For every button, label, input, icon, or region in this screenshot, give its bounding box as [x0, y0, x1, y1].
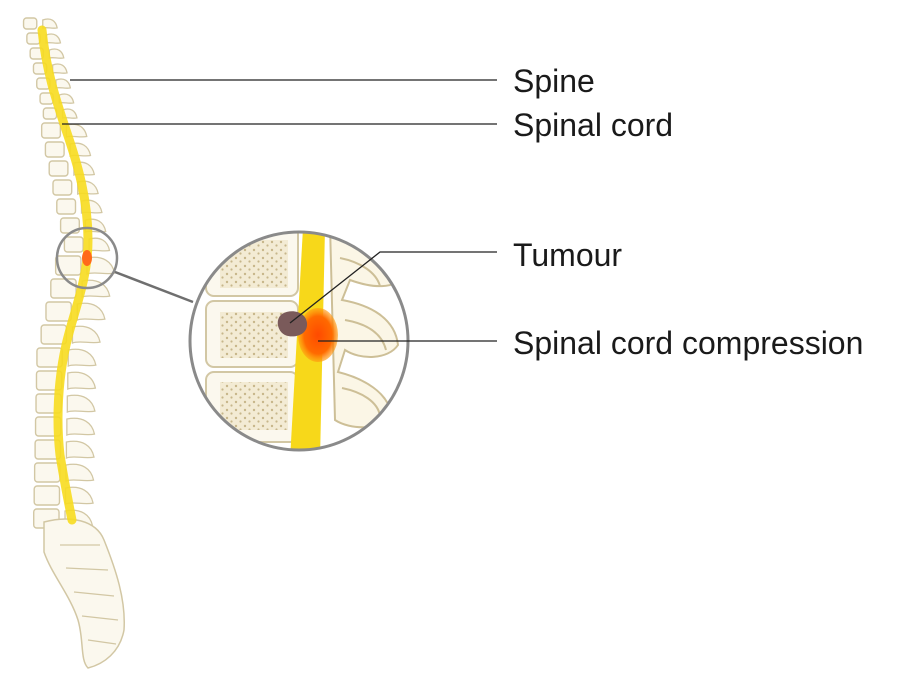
- spinous-process: [56, 79, 70, 88]
- tumour-label: Tumour: [513, 237, 622, 273]
- spinous-process: [46, 34, 60, 43]
- spongy-bone-lower: [220, 382, 288, 430]
- spine-illustration: [24, 18, 125, 668]
- vertebra-body: [51, 279, 76, 298]
- spinal-cord-label: Spinal cord: [513, 107, 673, 143]
- spinous-process: [67, 395, 95, 412]
- spinous-process: [49, 49, 63, 58]
- compression-marker-small: [82, 250, 92, 266]
- spinous-process: [68, 372, 96, 389]
- spine-label: Spine: [513, 63, 595, 99]
- vertebra-body: [57, 199, 76, 214]
- vertebra-body: [35, 463, 60, 482]
- vertebra-body: [45, 142, 64, 157]
- spinous-process: [67, 418, 95, 435]
- vertebra-body: [53, 180, 72, 195]
- spinous-process: [53, 64, 67, 73]
- magnifier-connector: [115, 272, 193, 302]
- vertebra-body: [42, 123, 61, 138]
- spinous-process: [72, 326, 100, 343]
- tumour-mass: [278, 311, 307, 336]
- vertebra-body: [49, 161, 68, 176]
- vertebra-body: [43, 108, 56, 119]
- spinous-process: [66, 464, 94, 481]
- vertebra-body: [34, 486, 59, 505]
- spinal-cord-compression-label: Spinal cord compression: [513, 325, 863, 361]
- spongy-bone-upper: [220, 240, 288, 288]
- spinous-process: [68, 349, 96, 366]
- vertebra-body: [24, 18, 37, 29]
- vertebra-body: [64, 237, 83, 252]
- vertebra-body: [46, 302, 71, 321]
- spongy-bone-middle: [220, 312, 288, 358]
- spinous-process: [66, 441, 94, 458]
- magnified-inset: [190, 225, 408, 460]
